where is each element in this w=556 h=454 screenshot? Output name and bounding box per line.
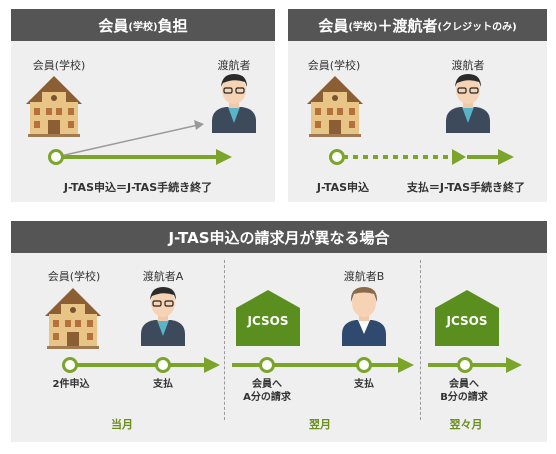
traveler-person-icon <box>141 287 185 346</box>
traveler-b-person-icon <box>342 287 386 346</box>
month-current: 当月 <box>111 418 133 431</box>
header-text: 会員 <box>318 16 349 35</box>
school-label: 会員(学校) <box>32 59 86 72</box>
header-text: ＋渡航者 <box>377 16 438 35</box>
header-text: 会員 <box>98 16 129 35</box>
panel-member-plus-traveler-header: 会員 (学校) ＋渡航者 (クレジットのみ) <box>288 9 547 41</box>
step-pay-a: 支払 <box>153 379 173 390</box>
school-building-icon <box>45 288 101 349</box>
month-next: 翌月 <box>309 418 331 431</box>
traveler-label: 渡航者 <box>217 59 251 72</box>
school-label: 会員(学校) <box>307 59 361 72</box>
traveler-a-label: 渡航者A <box>142 270 184 283</box>
jcsos-house-icon <box>236 290 300 346</box>
header-text: J-TAS申込の請求月が異なる場合 <box>168 228 390 247</box>
flow-label: J-TAS申込＝J-TAS手続き終了 <box>63 181 213 194</box>
pay-complete-label: 支払＝J-TAS手続き終了 <box>406 181 526 194</box>
traveler-person-icon <box>446 74 490 133</box>
apply-label: J-TAS申込 <box>316 181 370 194</box>
month-divider <box>224 260 225 420</box>
panel-member-pays-header: 会員 (学校) 負担 <box>11 9 275 41</box>
month-after-next: 翌々月 <box>449 418 483 431</box>
traveler-label: 渡航者 <box>451 59 485 72</box>
jcsos-text: JCSOS <box>247 314 289 328</box>
header-small-text: (学校) <box>348 21 378 33</box>
school-building-icon <box>26 76 82 137</box>
jcsos-house-icon <box>435 290 499 346</box>
header-text: 負担 <box>157 16 188 35</box>
panel-different-billing-month-header: J-TAS申込の請求月が異なる場合 <box>11 221 547 253</box>
step-apply-two: 2件申込 <box>52 379 90 390</box>
traveler-person-icon <box>212 74 256 133</box>
traveler-b-label: 渡航者B <box>343 270 385 283</box>
school-building-icon <box>307 76 363 137</box>
header-small-text: (学校) <box>128 21 158 33</box>
jcsos-text: JCSOS <box>446 314 488 328</box>
month-divider <box>420 260 421 420</box>
header-small-text: (クレジットのみ) <box>437 21 517 33</box>
school-label: 会員(学校) <box>47 270 101 283</box>
step-pay-b: 支払 <box>354 379 374 390</box>
